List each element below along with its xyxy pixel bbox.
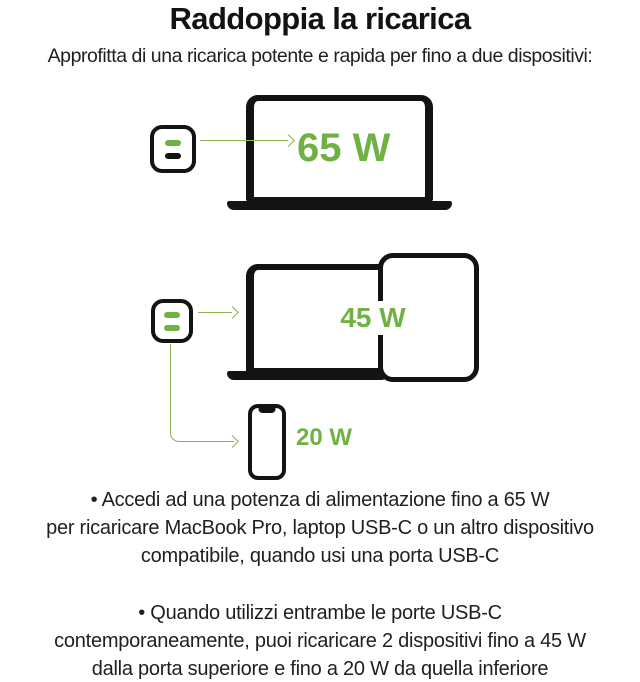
arrow-line [198,312,232,313]
usb-c-port-bottom-icon [164,324,180,331]
laptop-base [227,201,452,210]
arrow-elbow-line [170,344,234,442]
usb-c-port-bottom-icon [165,152,181,159]
laptop-base [227,371,388,380]
charger-icon [151,299,193,343]
bullet-point-1: • Accedi ad una potenza di alimentazione… [46,489,594,567]
wattage-label-65w: 65 W [297,126,391,170]
wattage-label-20w: 20 W [296,424,353,451]
charger-icon [150,125,196,173]
laptop-icon [246,95,433,202]
usb-c-port-top-icon [164,311,180,318]
usb-c-port-top-icon [165,139,181,146]
wattage-label-45w: 45 W [335,301,411,335]
subtitle: Approfitta di una ricarica potente e rap… [47,45,593,67]
phone-notch [258,407,276,413]
phone-icon [248,404,286,480]
bullet-point-2: • Quando utilizzi entrambe le porte USB-… [54,602,586,680]
arrow-line [200,140,288,141]
page-title: Raddoppia la ricarica [169,1,472,36]
arrow-head-icon [226,306,239,319]
